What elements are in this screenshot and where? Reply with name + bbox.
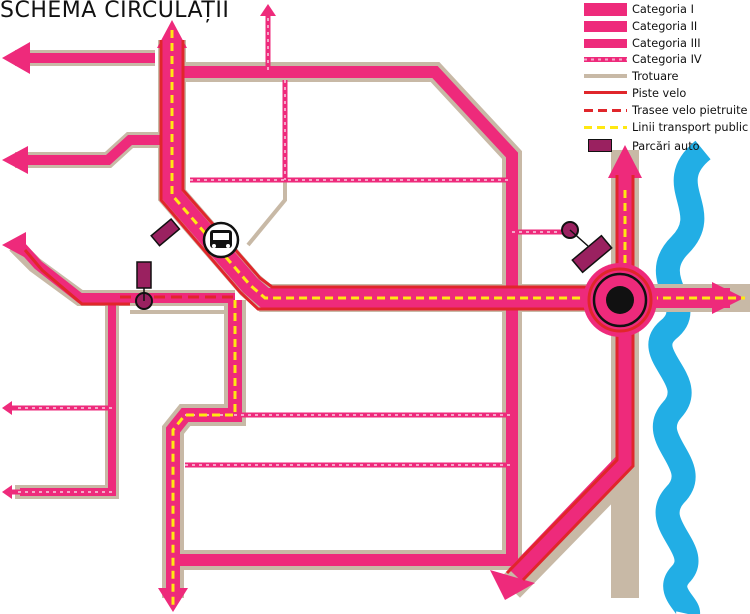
legend-label: Trotuare (632, 70, 679, 84)
legend-item-parking: Parcări auto (584, 136, 750, 156)
legend-label: Categoria IV (632, 53, 702, 67)
legend: Categoria I Categoria II Categoria III C… (584, 2, 750, 156)
legend-item-sidewalk: Trotuare (584, 69, 750, 86)
legend-label: Piste velo (632, 86, 687, 100)
roundabout-icon (583, 263, 657, 337)
transit-lines (170, 30, 745, 605)
legend-label: Linii transport public (632, 120, 749, 134)
legend-label: Categoria III (632, 36, 701, 50)
legend-item-cat4: Categoria IV (584, 52, 750, 69)
river-icon (648, 140, 712, 614)
legend-label: Categoria I (632, 3, 694, 16)
legend-label: Parcări auto (632, 140, 700, 154)
legend-item-bike-gravel: Trasee velo pietruite (584, 103, 750, 120)
legend-item-cat2: Categoria II (584, 19, 750, 36)
legend-label: Trasee velo pietruite (632, 103, 748, 117)
legend-item-bike: Piste velo (584, 86, 750, 103)
bus-icon (202, 221, 240, 259)
legend-label: Categoria II (632, 19, 698, 33)
map-title: SCHEMĂ CIRCULAȚII (0, 0, 230, 23)
legend-item-transit: Linii transport public (584, 120, 750, 137)
minor-roads (10, 12, 565, 495)
legend-item-cat3: Categoria III (584, 36, 750, 53)
legend-item-cat1: Categoria I (584, 2, 750, 19)
parking-lots (136, 217, 613, 289)
